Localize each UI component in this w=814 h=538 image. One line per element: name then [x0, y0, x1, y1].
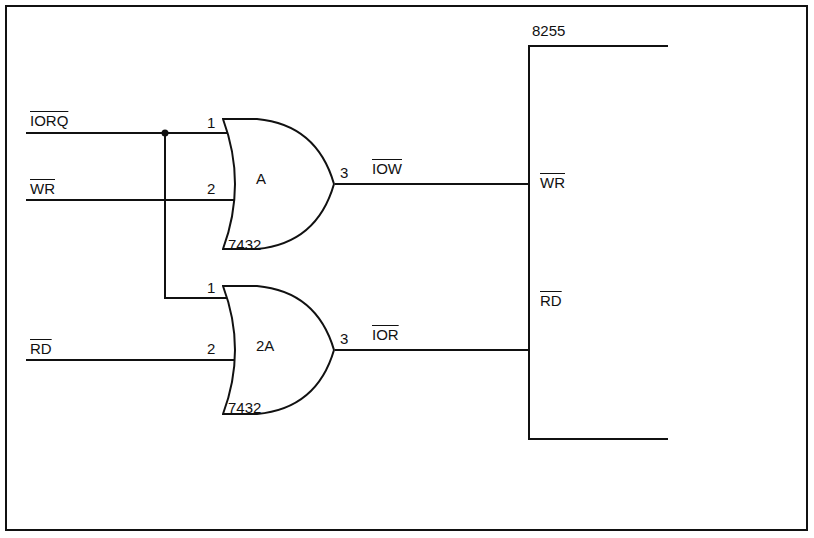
signal-name: IOR [372, 326, 399, 343]
chip-name: 8255 [532, 22, 565, 39]
pin-number: 3 [340, 330, 348, 347]
part-number: 7432 [228, 399, 261, 416]
or-gate-outline [223, 119, 334, 249]
pin-name: RD [540, 292, 562, 309]
wr-wire [26, 199, 234, 201]
signal-name: IORQ [30, 112, 68, 129]
or-gate: A 7432 [222, 118, 335, 250]
pin-number: 2 [207, 180, 215, 197]
iorq-branch-wire [165, 133, 227, 298]
junction-dot [162, 130, 169, 137]
iorq-wire [26, 132, 227, 134]
pin-name: WR [540, 174, 565, 191]
rd-wire [26, 359, 234, 361]
or-gate: 2A 7432 [222, 285, 335, 415]
signal-name: WR [30, 180, 55, 197]
pin-number: 1 [207, 279, 215, 296]
or-gate-symbol [222, 118, 335, 250]
gate-name: 2A [256, 337, 274, 354]
part-number: 7432 [228, 236, 261, 253]
pin-number: 2 [207, 340, 215, 357]
signal-name: RD [30, 340, 52, 357]
chip-block: 8255WR RD [528, 20, 668, 440]
signal-name: IOW [372, 160, 402, 177]
gate-name: A [256, 170, 266, 187]
pin-number: 1 [207, 114, 215, 131]
or-gate-outline [223, 286, 334, 414]
or-gate-symbol [222, 285, 335, 415]
chip-outline [528, 45, 668, 440]
signal-wire [335, 349, 528, 351]
pin-number: 3 [340, 164, 348, 181]
signal-wire [335, 183, 528, 185]
figure-frame [6, 6, 807, 530]
